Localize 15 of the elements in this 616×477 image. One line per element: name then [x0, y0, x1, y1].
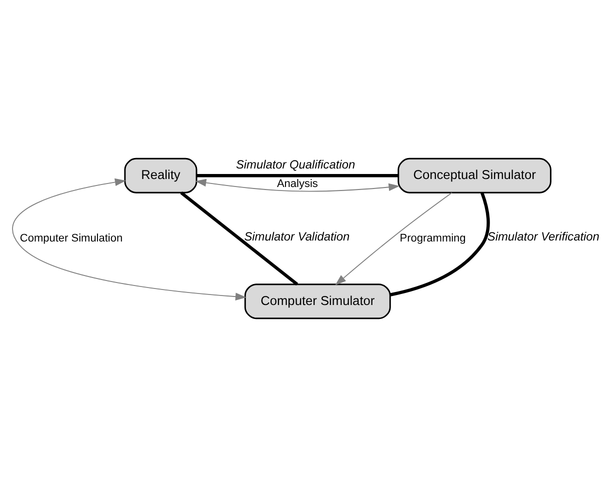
node-box: Conceptual Simulator — [398, 158, 552, 194]
arrow — [12, 178, 246, 300]
edge-label: Computer Simulation — [20, 232, 123, 244]
connector — [180, 192, 298, 286]
edge-label: Simulator Qualification — [236, 158, 356, 172]
node-box: Reality — [124, 158, 198, 194]
connector — [390, 192, 490, 296]
edge-label: Analysis — [276, 178, 318, 190]
edge-label: Simulator Verification — [487, 230, 600, 244]
connector — [196, 174, 398, 178]
arrow — [335, 192, 452, 286]
edge-label: Programming — [400, 232, 466, 244]
edge-label: Simulator Validation — [244, 230, 350, 244]
node-box: Computer Simulator — [244, 284, 391, 320]
arrow — [195, 178, 400, 192]
